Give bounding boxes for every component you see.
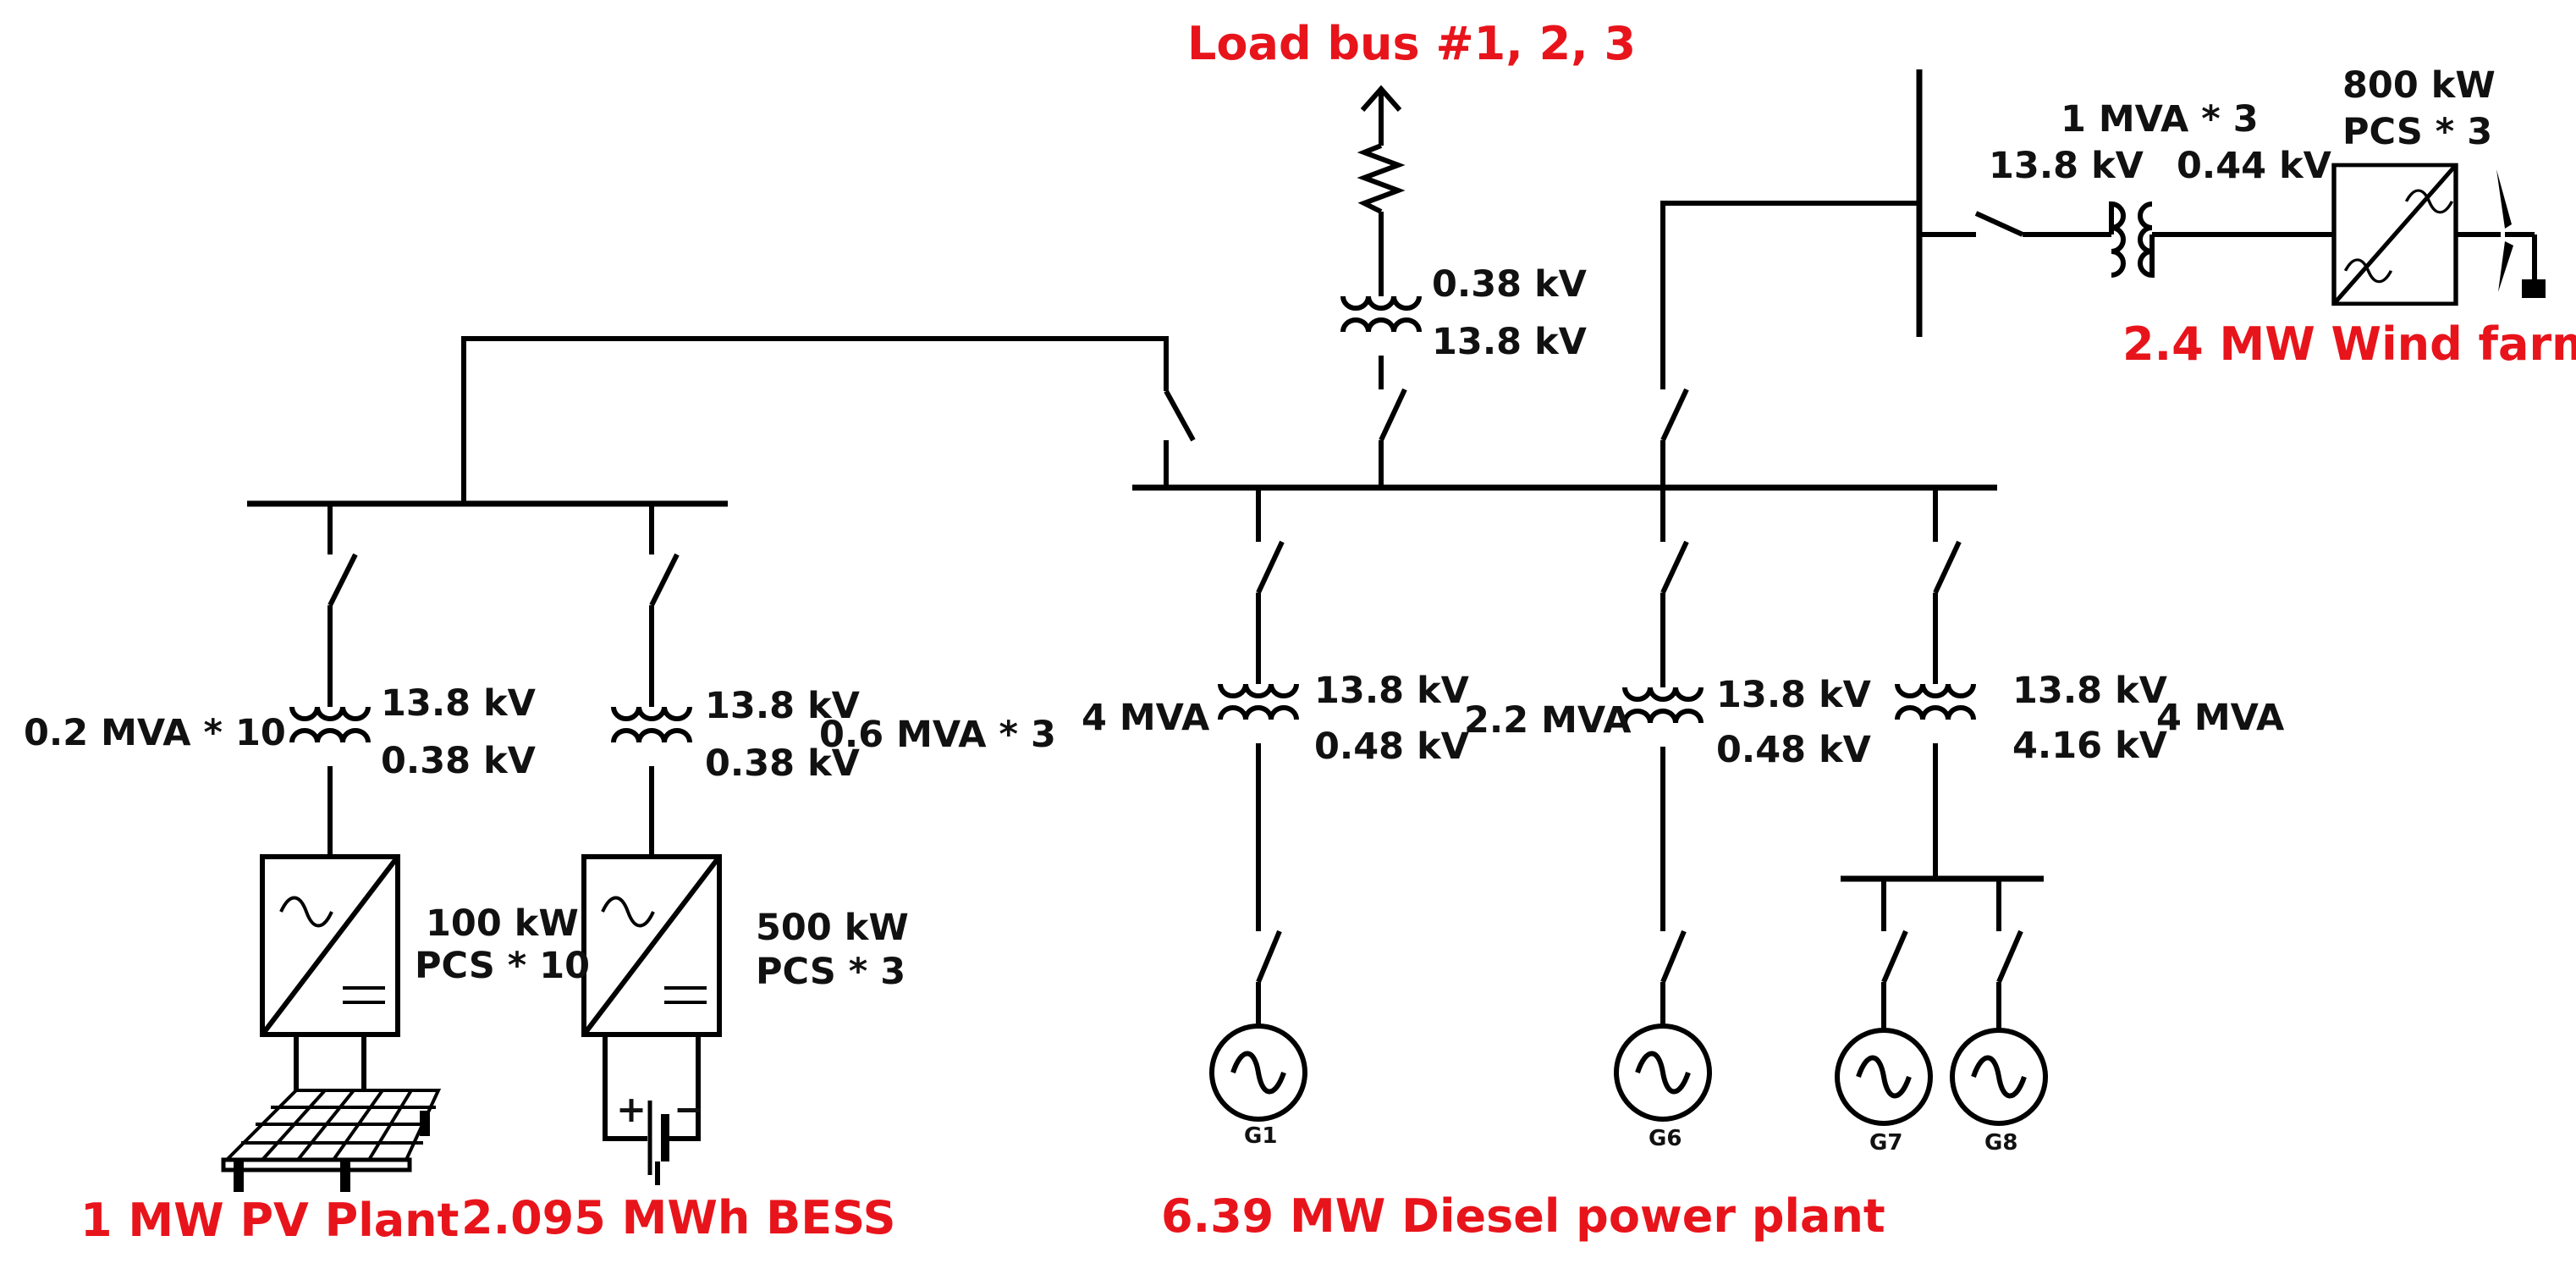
bess-pcs-count: PCS * 3: [756, 951, 905, 993]
g78-trafo-rating: 4 MVA: [2156, 697, 2285, 739]
wind-lv-voltage: 0.44 kV: [2177, 145, 2332, 187]
g78-lv-voltage: 4.16 kV: [2012, 725, 2168, 767]
pv-pcs-rating: 100 kW: [426, 902, 579, 945]
load-breaker: [1379, 388, 1407, 442]
pv-pcs-count: PCS * 10: [415, 945, 590, 987]
g8-generator-icon: [1952, 1030, 2045, 1123]
load-bus-title: Load bus #1, 2, 3: [1187, 17, 1636, 70]
bess-pcs: [584, 857, 719, 1034]
pv-panel-icon: [221, 1089, 442, 1192]
g1-lv-voltage: 0.48 kV: [1314, 726, 1470, 768]
bess-lv-voltage: 0.38 kV: [705, 742, 861, 785]
wind-breaker-2: [1974, 211, 2024, 237]
g7-g8-feeder: [1837, 488, 2045, 1123]
load-hv-voltage: 13.8 kV: [1432, 321, 1588, 363]
bess-feeder: [584, 504, 719, 1185]
g7-label: G7: [1869, 1130, 1902, 1156]
diesel-plant-title: 6.39 MW Diesel power plant: [1161, 1189, 1885, 1243]
g6-label: G6: [1649, 1126, 1682, 1151]
bess-pcs-rating: 500 kW: [756, 907, 909, 949]
g1-trafo-rating: 4 MVA: [1082, 697, 1210, 739]
battery-icon: [603, 1034, 701, 1185]
load-feeder: [1343, 85, 1419, 488]
g1-generator-icon: [1212, 1026, 1305, 1119]
load-resistor: [1357, 143, 1406, 214]
g78-breaker-1: [1933, 540, 1962, 594]
g6-feeder: [1616, 488, 1709, 1119]
battery-plus: +: [616, 1089, 647, 1131]
wind-trafo-rating: 1 MVA * 3: [2061, 98, 2259, 141]
g6-lv-voltage: 0.48 kV: [1716, 729, 1872, 771]
g1-breaker-2: [1256, 930, 1282, 984]
pv-plant-title: 1 MW PV Plant: [80, 1194, 459, 1247]
g1-transformer: [1220, 684, 1296, 720]
battery-minus: −: [674, 1089, 704, 1131]
load-arrow: [1360, 85, 1402, 112]
g7-generator-icon: [1837, 1030, 1930, 1123]
pv-lv-voltage: 0.38 kV: [381, 740, 537, 782]
bess-transformer: [614, 707, 690, 742]
bess-breaker: [649, 553, 680, 607]
pv-hv-voltage: 13.8 kV: [381, 682, 537, 725]
wind-pcs-rating: 800 kW: [2342, 64, 2496, 107]
g6-trafo-rating: 2.2 MVA: [1464, 699, 1632, 742]
g78-transformer: [1897, 684, 1973, 720]
bess-trafo-rating: 0.6 MVA * 3: [819, 714, 1056, 756]
wind-breaker-1: [1660, 388, 1689, 442]
tie-feeder: [461, 336, 1196, 504]
wind-feeder: [1660, 163, 2546, 488]
pv-trafo-rating: 0.2 MVA * 10: [24, 712, 286, 754]
g6-breaker-1: [1660, 540, 1689, 594]
load-lv-voltage: 0.38 kV: [1432, 263, 1588, 306]
bess-title: 2.095 MWh BESS: [461, 1191, 896, 1244]
g8-breaker: [1996, 930, 2023, 984]
g6-transformer: [1625, 687, 1701, 723]
pv-feeder: [221, 504, 442, 1192]
g6-hv-voltage: 13.8 kV: [1716, 674, 1872, 716]
wind-pcs: [2331, 163, 2458, 306]
wind-farm-title: 2.4 MW Wind farm: [2122, 317, 2576, 371]
g1-breaker-1: [1256, 540, 1285, 594]
g6-breaker-2: [1660, 930, 1687, 984]
bess-hv-voltage: 13.8 kV: [705, 685, 861, 727]
g1-label: G1: [1244, 1123, 1277, 1149]
g7-breaker: [1881, 930, 1908, 984]
wind-transformer: [2109, 201, 2155, 279]
pv-pcs: [262, 857, 398, 1034]
g6-generator-icon: [1616, 1026, 1709, 1119]
load-transformer: [1343, 296, 1419, 332]
wind-hv-voltage: 13.8 kV: [1989, 145, 2144, 187]
g1-hv-voltage: 13.8 kV: [1314, 670, 1470, 712]
g8-label: G8: [1984, 1130, 2017, 1156]
pv-transformer: [292, 707, 368, 742]
g78-hv-voltage: 13.8 kV: [2012, 670, 2168, 712]
pv-breaker: [328, 553, 358, 607]
g1-feeder: [1212, 488, 1305, 1119]
wind-turbine-icon: [2496, 169, 2546, 298]
wind-pcs-count: PCS * 3: [2342, 111, 2492, 153]
tie-breaker: [1164, 389, 1196, 442]
